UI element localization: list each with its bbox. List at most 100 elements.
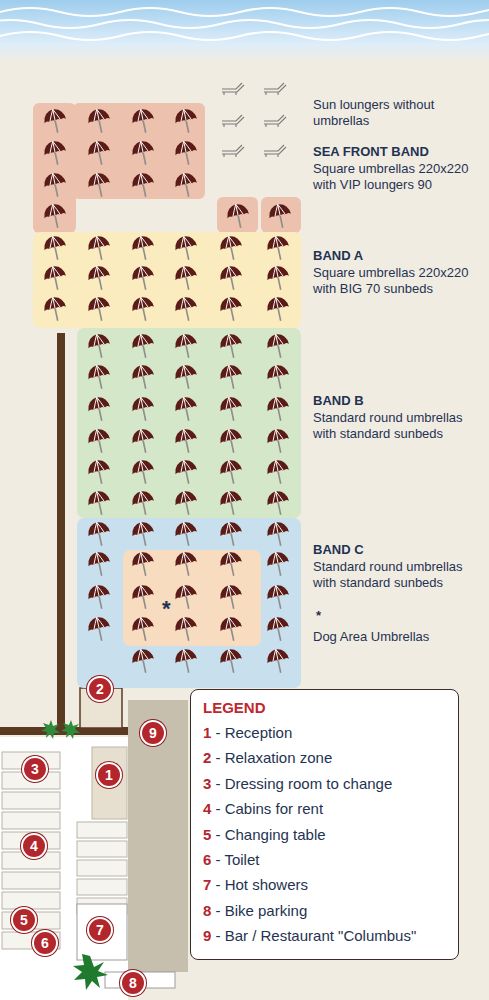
umbrella bbox=[130, 520, 157, 548]
callout-number: 9 bbox=[140, 720, 166, 746]
umbrella bbox=[173, 489, 200, 517]
cabin bbox=[2, 812, 60, 829]
walkways bbox=[0, 737, 128, 1000]
umbrella bbox=[130, 363, 157, 391]
umbrella bbox=[86, 615, 113, 643]
umbrella bbox=[173, 107, 200, 135]
beach-band: SEA FRONT BANDSquare umbrellas 220x220 w… bbox=[33, 103, 301, 233]
umbrella bbox=[130, 615, 157, 643]
band-heading: SEA FRONT BAND bbox=[313, 144, 483, 160]
umbrella bbox=[42, 107, 69, 135]
umbrella bbox=[218, 234, 245, 262]
band-description: Standard round umbrellas with standard s… bbox=[313, 559, 483, 591]
umbrella bbox=[130, 234, 157, 262]
umbrella bbox=[173, 139, 200, 167]
umbrella bbox=[173, 264, 200, 292]
umbrella bbox=[130, 550, 157, 578]
legend-item: 4 - Cabins for rent bbox=[203, 796, 446, 821]
umbrella bbox=[130, 107, 157, 135]
umbrella bbox=[130, 489, 157, 517]
umbrella bbox=[218, 550, 245, 578]
umbrella bbox=[42, 202, 69, 230]
umbrella bbox=[86, 234, 113, 262]
umbrella bbox=[86, 583, 113, 611]
umbrella bbox=[173, 427, 200, 455]
umbrella bbox=[218, 647, 245, 675]
umbrella bbox=[218, 395, 245, 423]
umbrella bbox=[130, 264, 157, 292]
umbrella bbox=[218, 363, 245, 391]
legend-item: 3 - Dressing room to change bbox=[203, 771, 446, 796]
umbrella-layer bbox=[33, 232, 301, 328]
umbrella bbox=[218, 427, 245, 455]
umbrella bbox=[265, 427, 292, 455]
umbrella bbox=[267, 202, 294, 230]
callout-number: 7 bbox=[87, 917, 113, 943]
umbrella bbox=[173, 647, 200, 675]
band-description: Square umbrellas 220x220 with VIP lounge… bbox=[313, 161, 483, 193]
umbrella bbox=[265, 647, 292, 675]
callout-number: 3 bbox=[22, 756, 48, 782]
umbrella bbox=[265, 234, 292, 262]
legend-item: 6 - Toilet bbox=[203, 847, 446, 872]
restaurant-area bbox=[128, 700, 188, 972]
umbrella bbox=[86, 171, 113, 199]
umbrella bbox=[86, 395, 113, 423]
umbrella bbox=[218, 458, 245, 486]
legend-item: 5 - Changing table bbox=[203, 822, 446, 847]
umbrella bbox=[265, 489, 292, 517]
umbrella bbox=[86, 363, 113, 391]
cabin bbox=[2, 892, 60, 909]
umbrella bbox=[265, 458, 292, 486]
umbrella bbox=[265, 395, 292, 423]
umbrella-layer bbox=[123, 550, 261, 646]
cabins-right bbox=[77, 822, 127, 914]
umbrella bbox=[130, 647, 157, 675]
umbrella bbox=[86, 458, 113, 486]
umbrella bbox=[173, 458, 200, 486]
waves bbox=[0, 8, 489, 40]
legend-item: 9 - Bar / Restaurant "Columbus" bbox=[203, 923, 446, 948]
legend-item: 1 - Reception bbox=[203, 720, 446, 745]
cabin bbox=[77, 822, 127, 838]
legend-item: 8 - Bike parking bbox=[203, 898, 446, 923]
umbrella bbox=[130, 583, 157, 611]
dog-area-mark: * bbox=[162, 598, 178, 620]
umbrella bbox=[86, 520, 113, 548]
band-shape bbox=[217, 197, 258, 233]
umbrella bbox=[218, 489, 245, 517]
beach-band: BAND BStandard round umbrellas with stan… bbox=[77, 328, 301, 518]
umbrella bbox=[86, 139, 113, 167]
umbrella bbox=[173, 363, 200, 391]
umbrella bbox=[265, 363, 292, 391]
umbrella bbox=[130, 427, 157, 455]
legend-item: 7 - Hot showers bbox=[203, 872, 446, 897]
band-shape bbox=[33, 103, 76, 233]
umbrella bbox=[130, 458, 157, 486]
callout-number: 8 bbox=[120, 970, 146, 996]
callout-number: 1 bbox=[96, 762, 122, 788]
umbrella bbox=[86, 264, 113, 292]
umbrella bbox=[265, 550, 292, 578]
umbrella bbox=[265, 332, 292, 360]
umbrella bbox=[218, 615, 245, 643]
sun-loungers bbox=[222, 83, 286, 157]
dog-area-mark: * bbox=[316, 608, 336, 624]
cabin bbox=[2, 792, 60, 809]
umbrella bbox=[218, 332, 245, 360]
umbrella bbox=[265, 583, 292, 611]
band-description: Standard round umbrellas with standard s… bbox=[313, 410, 483, 442]
umbrella bbox=[42, 139, 69, 167]
umbrella bbox=[42, 171, 69, 199]
band-heading: BAND C bbox=[313, 542, 483, 558]
umbrella bbox=[130, 171, 157, 199]
showers-building bbox=[77, 904, 127, 960]
umbrella bbox=[86, 427, 113, 455]
callout-number: 6 bbox=[32, 930, 58, 956]
umbrella bbox=[265, 520, 292, 548]
umbrella bbox=[218, 583, 245, 611]
legend-title: LEGEND bbox=[203, 696, 446, 720]
umbrella bbox=[130, 395, 157, 423]
umbrella bbox=[265, 264, 292, 292]
umbrella bbox=[218, 520, 245, 548]
